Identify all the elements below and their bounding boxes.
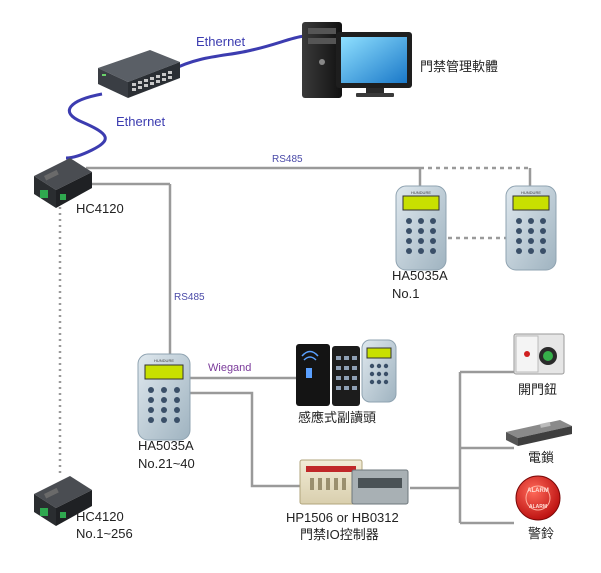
- ethernet-cable-top: [171, 34, 305, 72]
- io-controller: [299, 459, 409, 505]
- ha5035a-right-name: HA5035A: [392, 268, 448, 283]
- alarm-badge-text: ALARM: [527, 488, 549, 494]
- controller-line: [190, 391, 300, 488]
- ethernet-label-top: Ethernet: [196, 34, 246, 49]
- ethernet-cables: [65, 34, 305, 160]
- rs485-label-top: RS485: [272, 154, 303, 165]
- hc4120-label-top: HC4120: [76, 201, 124, 216]
- controller-name-label: HP1506 or HB0312: [286, 510, 399, 525]
- connection-lines: [58, 166, 532, 525]
- alarm-label: 警鈴: [528, 526, 554, 541]
- electric-lock-device: [506, 420, 572, 446]
- keypad-ha5035a-1: HUNDURE: [395, 185, 447, 271]
- exit-button-device: [513, 333, 565, 375]
- reader-label: 感應式副讀頭: [298, 410, 376, 425]
- keypad-ha5035a-2: HUNDURE: [505, 185, 557, 271]
- hc4120-device-bottom: [34, 476, 92, 526]
- keypad-brand-text: HUNDURE: [521, 190, 541, 195]
- pc-computer: [302, 22, 412, 98]
- controller-desc-label: 門禁IO控制器: [300, 527, 379, 542]
- hc4120-label-bottom-range: No.1~256: [76, 526, 133, 541]
- software-label: 門禁管理軟體: [420, 59, 498, 74]
- alarm-device: ALARM ALARM: [515, 475, 561, 521]
- hc4120-device-top: [34, 158, 92, 208]
- ha5035a-left-no: No.21~40: [138, 456, 195, 471]
- exit-button-label: 開門鈕: [518, 382, 557, 397]
- proximity-readers: [296, 339, 397, 406]
- alarm-badge-text-bottom: ALARM: [529, 504, 547, 510]
- network-switch: [98, 50, 180, 98]
- rs485-label-left: RS485: [174, 292, 205, 303]
- ethernet-cable-mid: [65, 92, 107, 160]
- keypad-ha5035a-left: HUNDURE: [137, 353, 191, 441]
- lock-label: 電鎖: [528, 450, 554, 465]
- keypad-brand-text: HUNDURE: [411, 190, 431, 195]
- ethernet-label-mid: Ethernet: [116, 114, 166, 129]
- keypad-brand-text: HUNDURE: [154, 358, 174, 363]
- ha5035a-right-no: No.1: [392, 286, 419, 301]
- hc4120-label-bottom-name: HC4120: [76, 509, 124, 524]
- ha5035a-left-name: HA5035A: [138, 438, 194, 453]
- wiegand-label: Wiegand: [208, 362, 251, 374]
